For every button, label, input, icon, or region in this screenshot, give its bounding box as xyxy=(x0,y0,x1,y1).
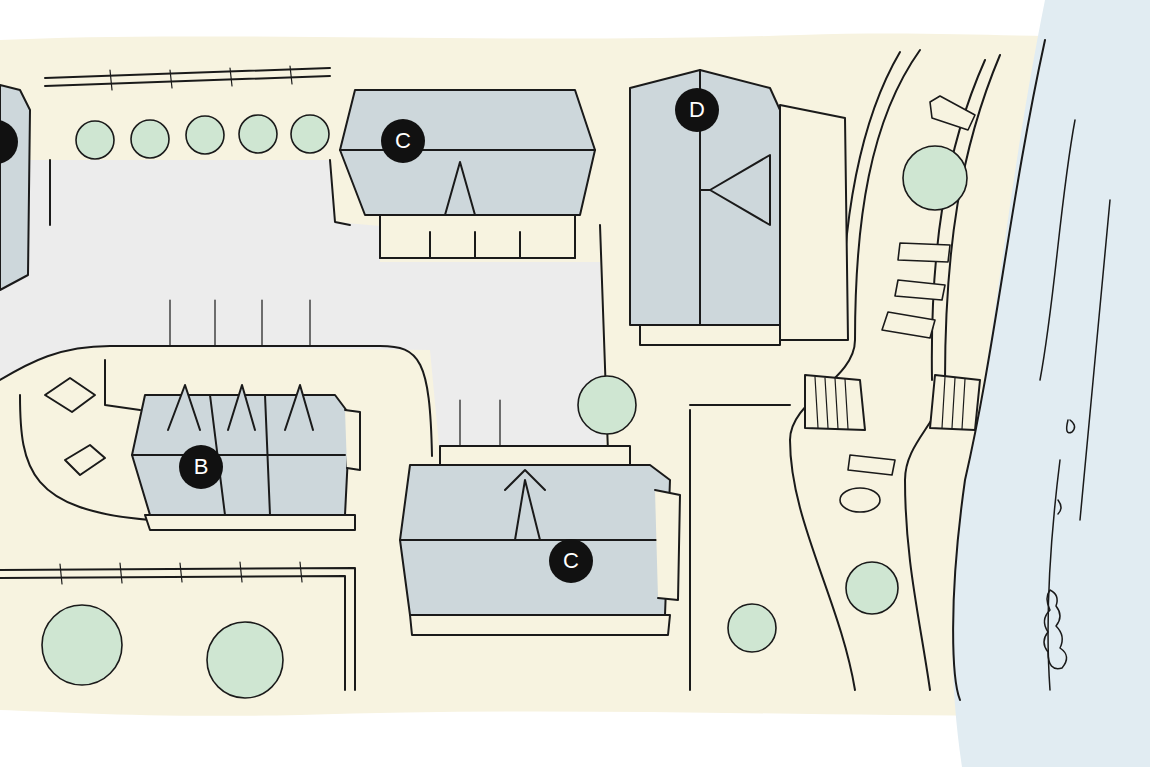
callout-circle: D xyxy=(675,88,719,132)
callout-letter: C xyxy=(563,550,579,572)
callout-circle: B xyxy=(179,445,223,489)
callout-circle: C xyxy=(549,539,593,583)
callout-letter: D xyxy=(689,99,705,121)
callout-circle: C xyxy=(381,119,425,163)
callout-letter: C xyxy=(395,130,411,152)
callout-letter: B xyxy=(194,456,209,478)
